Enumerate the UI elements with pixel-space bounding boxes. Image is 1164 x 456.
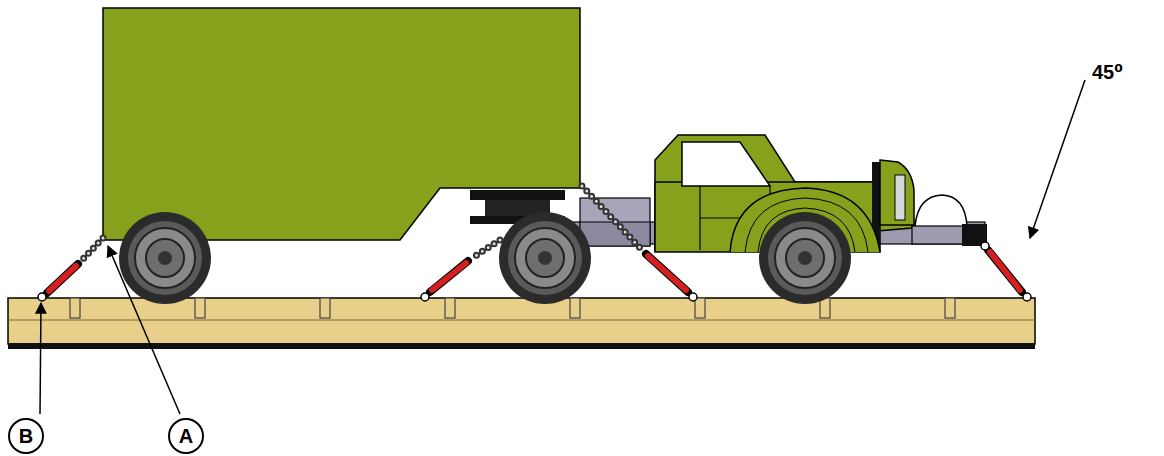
callout-letter: B (19, 426, 33, 446)
tie-downs (38, 186, 1031, 301)
callout-circle: A (168, 418, 204, 454)
callout-letter: A (179, 426, 193, 446)
leader-lines (40, 80, 1085, 414)
flatcar-deck (8, 298, 1035, 349)
tractor (499, 135, 987, 304)
angle-label: 45⁰ (1092, 62, 1123, 82)
callout-circle: B (8, 418, 44, 454)
